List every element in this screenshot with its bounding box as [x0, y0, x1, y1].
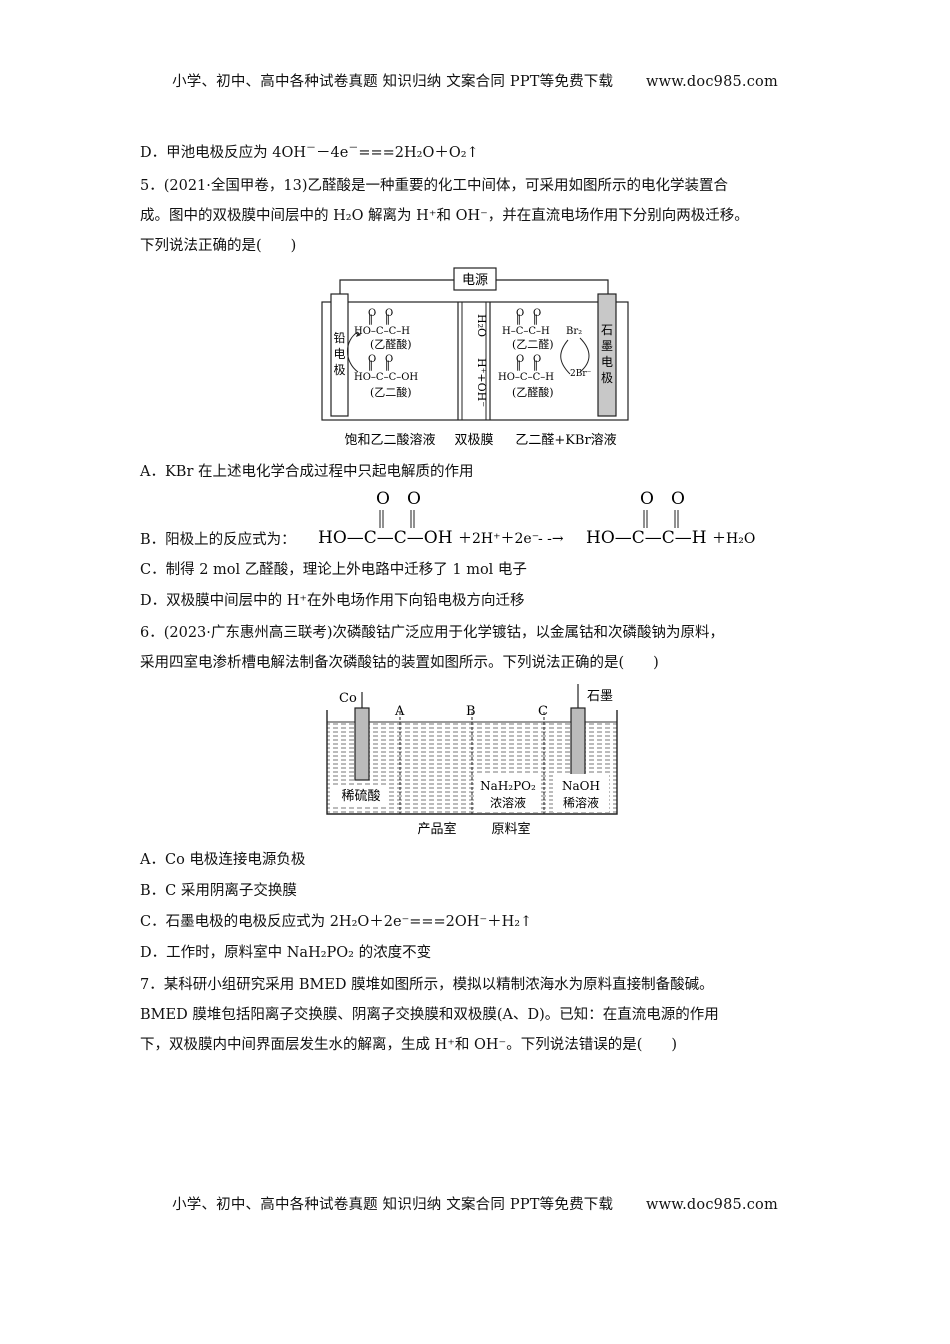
- q7-stem-2: BMED 膜堆包括阳离子交换膜、阴离子交换膜和双极膜(A、D)。已知：在直流电源…: [140, 1007, 719, 1023]
- q6-stem-1: 6．(2023·广东惠州高三联考)次磷酸钴广泛应用于化学镀钴，以金属钴和次磷酸钠…: [140, 625, 725, 641]
- svg-text:‖: ‖: [516, 314, 521, 325]
- svg-text:‖: ‖: [385, 314, 390, 325]
- q4-option-d: D．甲池电极反应为 4OH－－4e－===2H₂O＋O₂↑: [140, 143, 479, 161]
- svg-text:(乙醛酸): (乙醛酸): [370, 337, 412, 351]
- svg-text:‖: ‖: [516, 360, 521, 371]
- header-text: 小学、初中、高中各种试卷真题 知识归纳 文案合同 PPT等免费下载: [172, 74, 614, 90]
- header-url: www.doc985.com: [645, 74, 778, 90]
- label-right-solution: 乙二醛+KBr溶液: [515, 432, 616, 448]
- graphite-electrode: [597, 293, 617, 417]
- label-membrane: 双极膜: [454, 433, 493, 448]
- membrane-b: B: [466, 704, 476, 719]
- membrane-c: C: [538, 704, 548, 719]
- svg-text:石: 石: [601, 323, 613, 337]
- svg-text:‖: ‖: [533, 314, 538, 325]
- q5-stem-2: 成。图中的双极膜中间层中的 H₂O 解离为 H⁺和 OH⁻，并在直流电场作用下分…: [140, 208, 749, 224]
- svg-text:O: O: [533, 354, 541, 365]
- co-label: Co: [339, 691, 357, 706]
- membrane-ions: H⁺+OH⁻: [475, 358, 488, 407]
- svg-text:O: O: [516, 308, 524, 319]
- q4d-pre: D．甲池电极反应为 4OH: [140, 145, 306, 161]
- svg-text:O: O: [368, 308, 376, 319]
- svg-text:＋H₂O: ＋H₂O: [712, 531, 755, 547]
- power-box: [453, 267, 497, 291]
- q6-electrodialysis-figure: Co A B C 石墨 稀硫酸 NaH₂PO₂ 浓溶液 NaOH 稀溶液 产品室…: [326, 684, 618, 837]
- q5-stem-1: 5．(2021·全国甲卷，13)乙醛酸是一种重要的化工中间体，可采用如图所示的电…: [140, 178, 728, 194]
- q6-option-d: D．工作时，原料室中 NaH₂PO₂ 的浓度不变: [140, 945, 432, 961]
- svg-text:NaH₂PO₂: NaH₂PO₂: [480, 779, 536, 793]
- q5-option-c: C．制得 2 mol 乙醛酸，理论上外电路中迁移了 1 mol 电子: [140, 562, 527, 578]
- svg-text:HO–C–C–H: HO–C–C–H: [498, 372, 554, 383]
- svg-text:O: O: [516, 354, 524, 365]
- q7-stem-1: 7．某科研小组研究采用 BMED 膜堆如图所示，模拟以精制浓海水为原料直接制备酸…: [140, 977, 714, 993]
- svg-text:电: 电: [601, 355, 613, 369]
- q5-option-a: A．KBr 在上述电化学合成过程中只起电解质的作用: [140, 464, 474, 480]
- svg-text:HO—C—C—OH: HO—C—C—OH: [318, 528, 453, 548]
- svg-text:O: O: [640, 489, 654, 509]
- raw-room-label: 原料室: [491, 821, 530, 837]
- q4d-mid: －4e: [316, 145, 349, 161]
- power-label: 电源: [462, 273, 488, 288]
- q6-option-b: B．C 采用阴离子交换膜: [140, 883, 297, 899]
- svg-text:O: O: [385, 308, 393, 319]
- svg-text:2Br⁻: 2Br⁻: [570, 369, 592, 379]
- svg-text:H–C–C–H: H–C–C–H: [502, 326, 550, 337]
- svg-text:(乙醛酸): (乙醛酸): [512, 385, 554, 399]
- svg-text:HO—C—C—H: HO—C—C—H: [586, 528, 707, 548]
- svg-text:‖: ‖: [368, 314, 373, 325]
- footer-text: 小学、初中、高中各种试卷真题 知识归纳 文案合同 PPT等免费下载: [172, 1197, 614, 1213]
- page-header: 小学、初中、高中各种试卷真题 知识归纳 文案合同 PPT等免费下载 www.do…: [0, 70, 950, 91]
- svg-text:极: 极: [601, 371, 613, 385]
- q4d-post: ===2H₂O＋O₂↑: [358, 145, 479, 161]
- svg-text:(乙二酸): (乙二酸): [370, 385, 412, 399]
- svg-text:O: O: [368, 354, 376, 365]
- page-footer: 小学、初中、高中各种试卷真题 知识归纳 文案合同 PPT等免费下载 www.do…: [0, 1193, 950, 1214]
- svg-text:O: O: [533, 308, 541, 319]
- q6-option-c: C．石墨电极的电极反应式为 2H₂O＋2e⁻===2OH⁻＋H₂↑: [140, 914, 533, 930]
- label-left-solution: 饱和乙二酸溶液: [344, 433, 435, 448]
- svg-text:O: O: [671, 489, 685, 509]
- svg-text:NaOH: NaOH: [562, 779, 600, 793]
- svg-text:- -→: - -→: [538, 531, 564, 547]
- graphite-electrode-6: [570, 707, 586, 781]
- svg-text:O: O: [407, 489, 421, 509]
- membrane-water: H₂O: [475, 314, 488, 337]
- svg-text:浓溶液: 浓溶液: [490, 795, 526, 810]
- svg-text:‖: ‖: [368, 360, 373, 371]
- q6-stem-2: 采用四室电渗析槽电解法制备次磷酸钴的装置如图所示。下列说法正确的是( ): [140, 655, 659, 671]
- svg-text:O: O: [376, 489, 390, 509]
- svg-text:稀溶液: 稀溶液: [563, 795, 599, 810]
- svg-text:＋2H⁺＋2e⁻: ＋2H⁺＋2e⁻: [458, 531, 539, 547]
- graphite-label: 石墨: [587, 689, 613, 704]
- footer-url: www.doc985.com: [645, 1197, 778, 1213]
- svg-text:(乙二醛): (乙二醛): [512, 337, 554, 351]
- co-electrode: [354, 707, 370, 781]
- svg-text:墨: 墨: [601, 339, 613, 353]
- product-room-label: 产品室: [417, 821, 456, 837]
- room1-label: 稀硫酸: [341, 789, 380, 804]
- svg-text:铅: 铅: [333, 331, 345, 345]
- svg-text:‖: ‖: [533, 360, 538, 371]
- membrane-a: A: [394, 704, 405, 719]
- q5-option-b-pre: B．阳极上的反应式为：: [140, 532, 296, 548]
- svg-text:电: 电: [333, 347, 345, 361]
- svg-text:O: O: [385, 354, 393, 365]
- q7-stem-3: 下，双极膜内中间界面层发生水的解离，生成 H⁺和 OH⁻。下列说法错误的是( ): [140, 1037, 678, 1053]
- svg-text:HO–C–C–OH: HO–C–C–OH: [354, 372, 418, 383]
- q6-option-a: A．Co 电极连接电源负极: [140, 852, 306, 868]
- tank: [321, 301, 629, 421]
- svg-text:Br₂: Br₂: [566, 326, 582, 337]
- q5-stem-3: 下列说法正确的是( ): [140, 238, 297, 254]
- svg-text:极: 极: [333, 363, 345, 377]
- q5-option-d: D．双极膜中间层中的 H⁺在外电场作用下向铅电极方向迁移: [140, 593, 525, 609]
- svg-text:HO–C–C–H: HO–C–C–H: [354, 326, 410, 337]
- svg-text:‖: ‖: [385, 360, 390, 371]
